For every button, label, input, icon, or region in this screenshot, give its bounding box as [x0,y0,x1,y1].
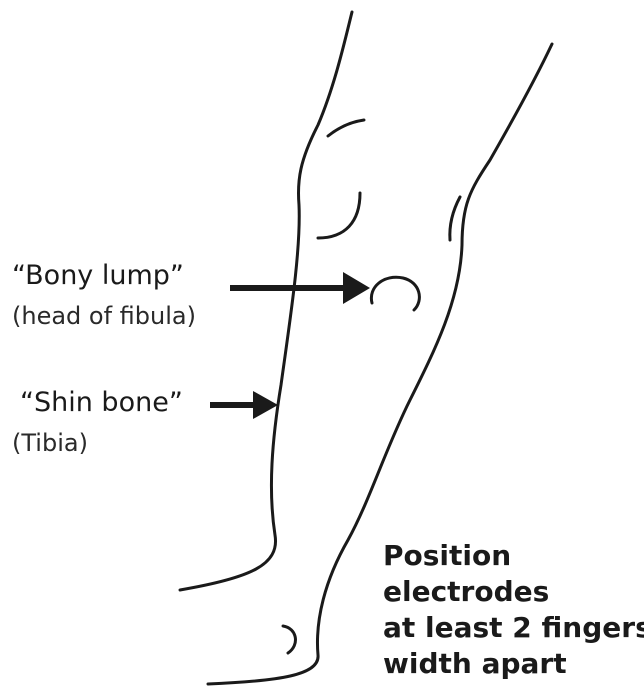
bony-lump-label: “Bony lump” [12,262,184,289]
bony-lump-outline [371,277,419,310]
tibia-label: (Tibia) [12,431,88,455]
instruction-line: width apart [383,646,644,682]
leg-front-outline [180,12,352,590]
knee-crease [328,120,364,136]
ankle-bone-outline [283,626,295,653]
bony-lump-arrowhead [343,272,370,304]
kneecap-contour [318,193,360,238]
instruction-line: at least 2 fingers [383,610,644,646]
shin-bone-label: “Shin bone” [20,389,183,416]
head-of-fibula-label: (head of fibula) [12,304,196,328]
back-knee-curve [450,197,460,240]
shin-bone-arrowhead [253,391,278,419]
instruction-line: electrodes [383,574,644,610]
electrode-position-instruction: Position electrodes at least 2 fingers w… [383,538,644,682]
instruction-line: Position [383,538,644,574]
